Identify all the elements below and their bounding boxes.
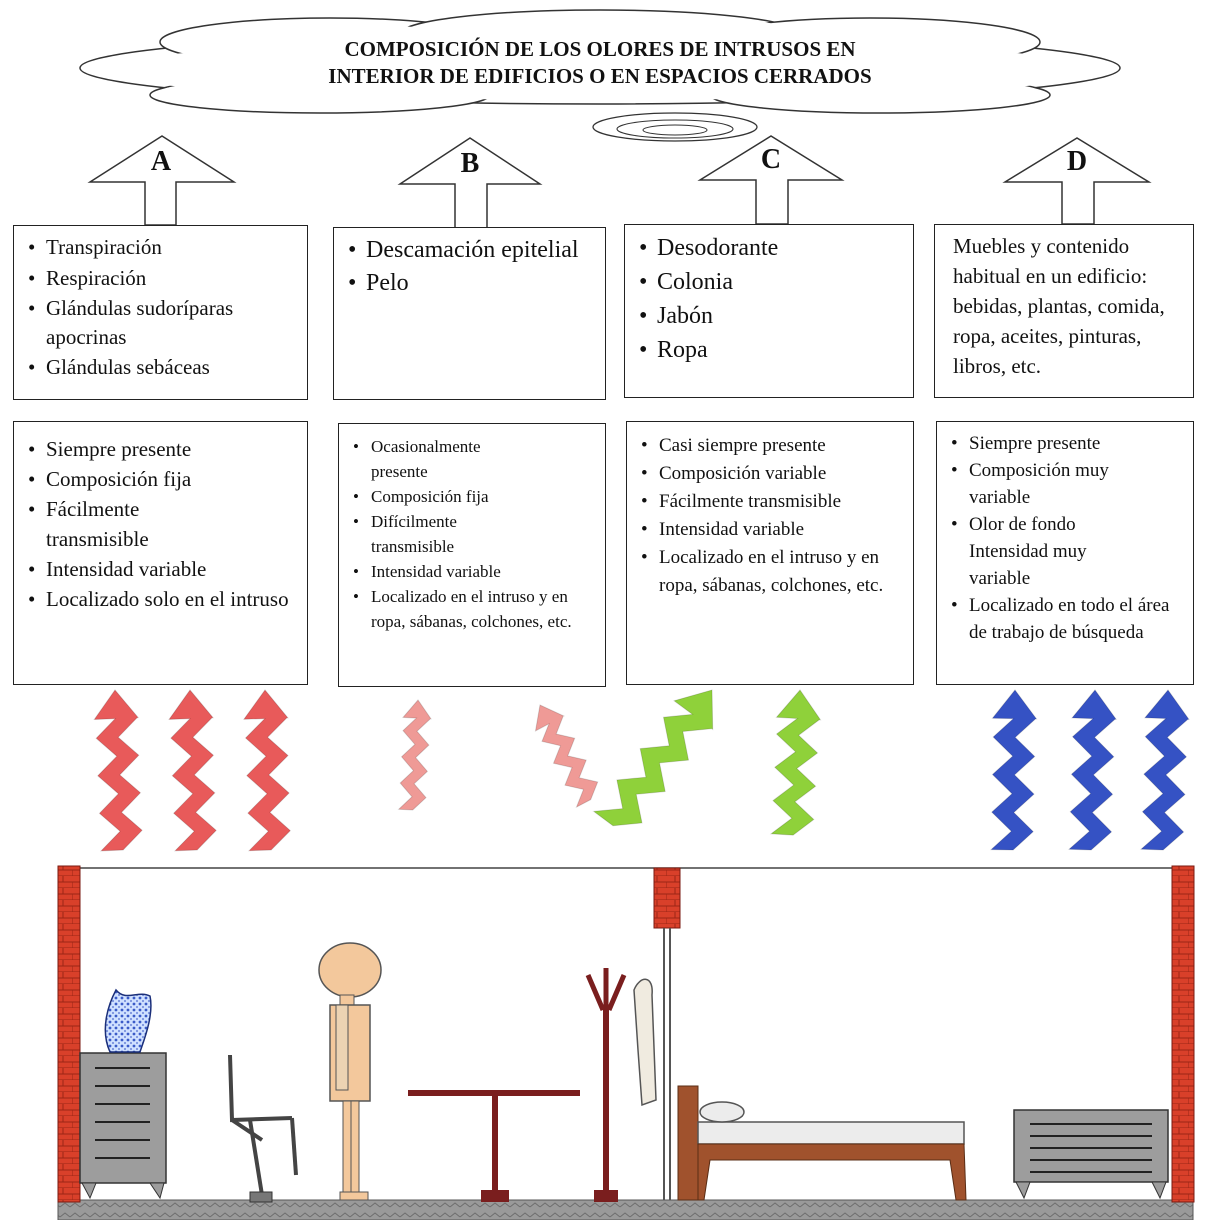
low-cabinet	[1013, 1109, 1169, 1200]
property-item: Intensidad variable	[22, 554, 299, 584]
sources-box-a: Transpiración Respiración Glándulas sudo…	[13, 225, 308, 400]
label-b: B	[460, 148, 480, 179]
property-item: Localizado en todo el área de trabajo de…	[945, 592, 1185, 646]
odor-arrow-c	[769, 689, 822, 836]
property-item: Siempre presente	[945, 430, 1185, 457]
property-item: Siempre presente	[22, 434, 299, 464]
odor-arrow-c	[592, 689, 714, 827]
properties-box-b: Ocasionalmente presente Composición fija…	[338, 423, 606, 687]
label-d: D	[1066, 146, 1088, 177]
odor-arrow-a	[242, 689, 292, 852]
table	[408, 1090, 580, 1202]
property-item: Localizado solo en el intruso	[22, 584, 299, 614]
source-item: Desodorante	[633, 231, 905, 265]
odor-arrow-a	[93, 689, 143, 852]
source-item: Jabón	[633, 299, 905, 333]
odor-arrow-b	[534, 704, 599, 809]
arrow-up-b	[397, 137, 543, 229]
property-item: Intensidad variable	[635, 516, 905, 544]
property-item: Olor de fondo Intensidad muy variable	[945, 511, 1119, 592]
property-item: Intensidad variable	[347, 559, 597, 584]
source-item: Descamación epitelial	[342, 234, 597, 267]
source-text: Muebles y contenido habitual en un edifi…	[953, 234, 1165, 378]
chair	[228, 1054, 298, 1196]
properties-box-a: Siempre presente Composición fija Fácilm…	[13, 421, 308, 685]
properties-box-d: Siempre presente Composición muy variabl…	[936, 421, 1194, 685]
dresser	[79, 1052, 167, 1200]
blue-vase	[104, 988, 152, 1053]
source-item: Respiración	[22, 263, 299, 294]
odor-arrow-d	[989, 689, 1038, 851]
title-line-1: COMPOSICIÓN DE LOS OLORES DE INTRUSOS EN	[344, 37, 856, 61]
source-item: Glándulas sebáceas	[22, 352, 299, 383]
source-item: Glándulas sudoríparas apocrinas	[22, 294, 299, 352]
floor	[57, 1199, 1194, 1220]
arrow-up-a	[87, 135, 237, 226]
middle-wall	[653, 867, 681, 929]
property-item: Composición fija	[347, 484, 597, 509]
property-item: Localizado en el intruso y en ropa, sába…	[635, 544, 899, 600]
arrow-up-c	[697, 135, 845, 225]
label-c: C	[760, 144, 782, 175]
odor-arrow-b	[397, 699, 432, 811]
sources-box-d: Muebles y contenido habitual en un edifi…	[934, 224, 1194, 398]
odor-arrow-d	[1139, 689, 1190, 851]
arrow-up-d	[1002, 137, 1152, 225]
right-wall	[1171, 865, 1195, 1203]
property-item: Ocasionalmente presente	[347, 434, 521, 484]
coat-rack	[585, 968, 657, 1202]
property-item: Localizado en el intruso y en ropa, sába…	[347, 584, 596, 634]
left-wall	[57, 865, 81, 1203]
property-item: Fácilmente transmisible	[22, 494, 206, 554]
source-item: Pelo	[342, 267, 597, 300]
diagram-title: COMPOSICIÓN DE LOS OLORES DE INTRUSOS EN…	[200, 36, 1000, 90]
properties-box-c: Casi siempre presente Composición variab…	[626, 421, 914, 685]
property-item: Composición fija	[22, 464, 299, 494]
property-item: Difícilmente transmisible	[347, 509, 511, 559]
title-line-2: INTERIOR DE EDIFICIOS O EN ESPACIOS CERR…	[328, 64, 872, 88]
title-cloud	[79, 9, 1121, 142]
odor-arrow-d	[1067, 689, 1118, 851]
sources-box-c: Desodorante Colonia Jabón Ropa	[624, 224, 914, 398]
property-item: Fácilmente transmisible	[635, 488, 905, 516]
odor-arrows	[93, 689, 1190, 852]
source-item: Colonia	[633, 265, 905, 299]
source-item: Ropa	[633, 333, 905, 367]
source-item: Transpiración	[22, 232, 299, 263]
property-item: Casi siempre presente	[635, 432, 905, 460]
property-item: Composición variable	[635, 460, 905, 488]
bed	[677, 1085, 967, 1201]
label-a: A	[150, 146, 172, 177]
person	[318, 942, 382, 1201]
sources-box-b: Descamación epitelial Pelo	[333, 227, 606, 400]
property-item: Composición muy variable	[945, 457, 1154, 511]
odor-arrow-a	[168, 689, 217, 852]
